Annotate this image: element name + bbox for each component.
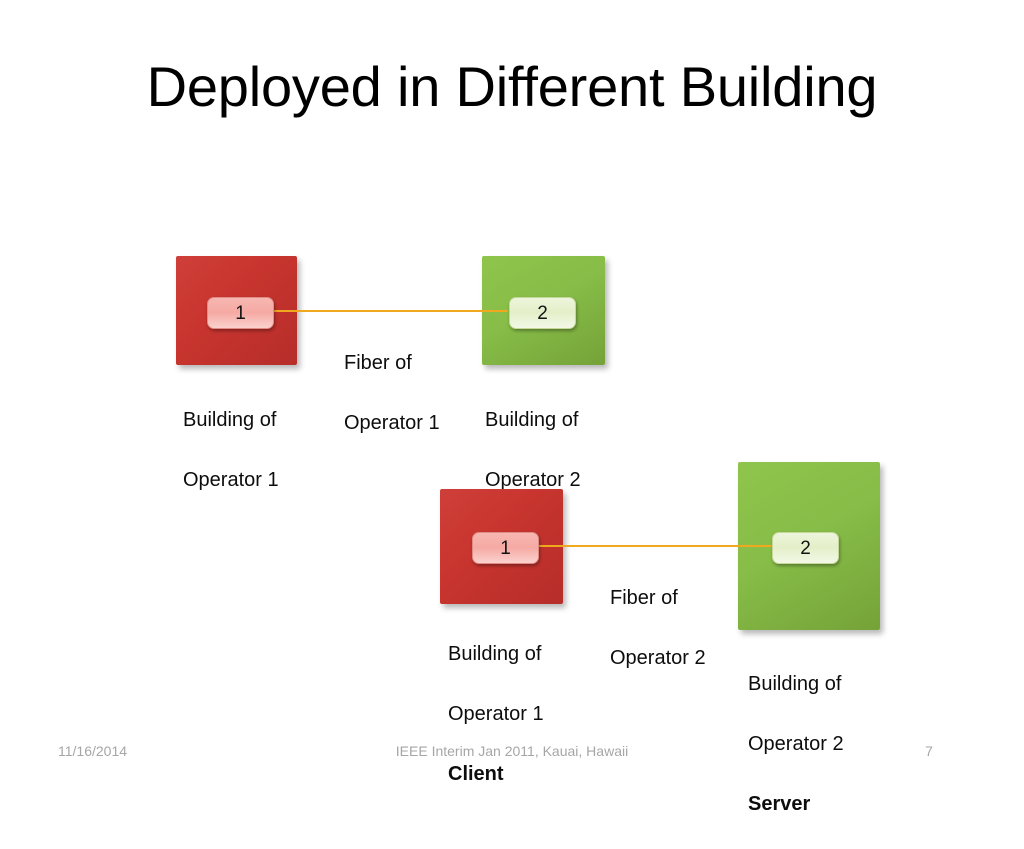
building-label-operator1-top-line1: Building of <box>183 409 277 431</box>
fiber-link-top <box>272 310 508 312</box>
building-label-operator2-top-line2: Operator 2 <box>485 469 581 491</box>
port-badge-2-top[interactable]: 2 <box>509 297 576 329</box>
role-label-server: Server <box>748 793 811 815</box>
page-title: Deployed in Different Building <box>146 55 878 118</box>
footer-page: 7 <box>0 742 1024 760</box>
footer-page-number: 7 <box>925 743 933 759</box>
building-label-operator2-top-line1: Building of <box>485 409 579 431</box>
fiber-label-top-line2: Operator 1 <box>344 412 440 434</box>
fiber-label-bottom-line1: Fiber of <box>610 587 678 609</box>
building-label-operator1-bottom-line1: Building of <box>448 643 542 665</box>
footer-note: IEEE Interim Jan 2011, Kauai, Hawaii <box>395 743 629 759</box>
footer-date: 11/16/2014 <box>58 743 128 759</box>
fiber-label-bottom-line2: Operator 2 <box>610 647 706 669</box>
building-label-operator1-top-line2: Operator 1 <box>183 469 279 491</box>
building-label-operator1-bottom: Building of Operator 1 Client <box>448 609 648 819</box>
fiber-label-top-line1: Fiber of <box>344 352 412 374</box>
building-label-operator2-bottom-line1: Building of <box>748 673 842 695</box>
building-label-operator2-bottom-line2: Operator 2 <box>748 733 844 755</box>
slide-canvas: Deployed in Different Building 1 2 Fiber… <box>0 55 1024 815</box>
fiber-label-bottom: Fiber of Operator 2 <box>610 553 780 703</box>
fiber-label-top: Fiber of Operator 1 <box>344 318 504 468</box>
fiber-link-bottom <box>537 545 775 547</box>
building-label-operator1-top: Building of Operator 1 <box>183 375 373 525</box>
port-badge-2-bottom[interactable]: 2 <box>772 532 839 564</box>
port-badge-1-bottom[interactable]: 1 <box>472 532 539 564</box>
role-label-client: Client <box>448 763 504 785</box>
building-label-operator1-bottom-line2: Operator 1 <box>448 703 544 725</box>
port-badge-1-top[interactable]: 1 <box>207 297 274 329</box>
building-label-operator2-top: Building of Operator 2 <box>485 375 675 525</box>
